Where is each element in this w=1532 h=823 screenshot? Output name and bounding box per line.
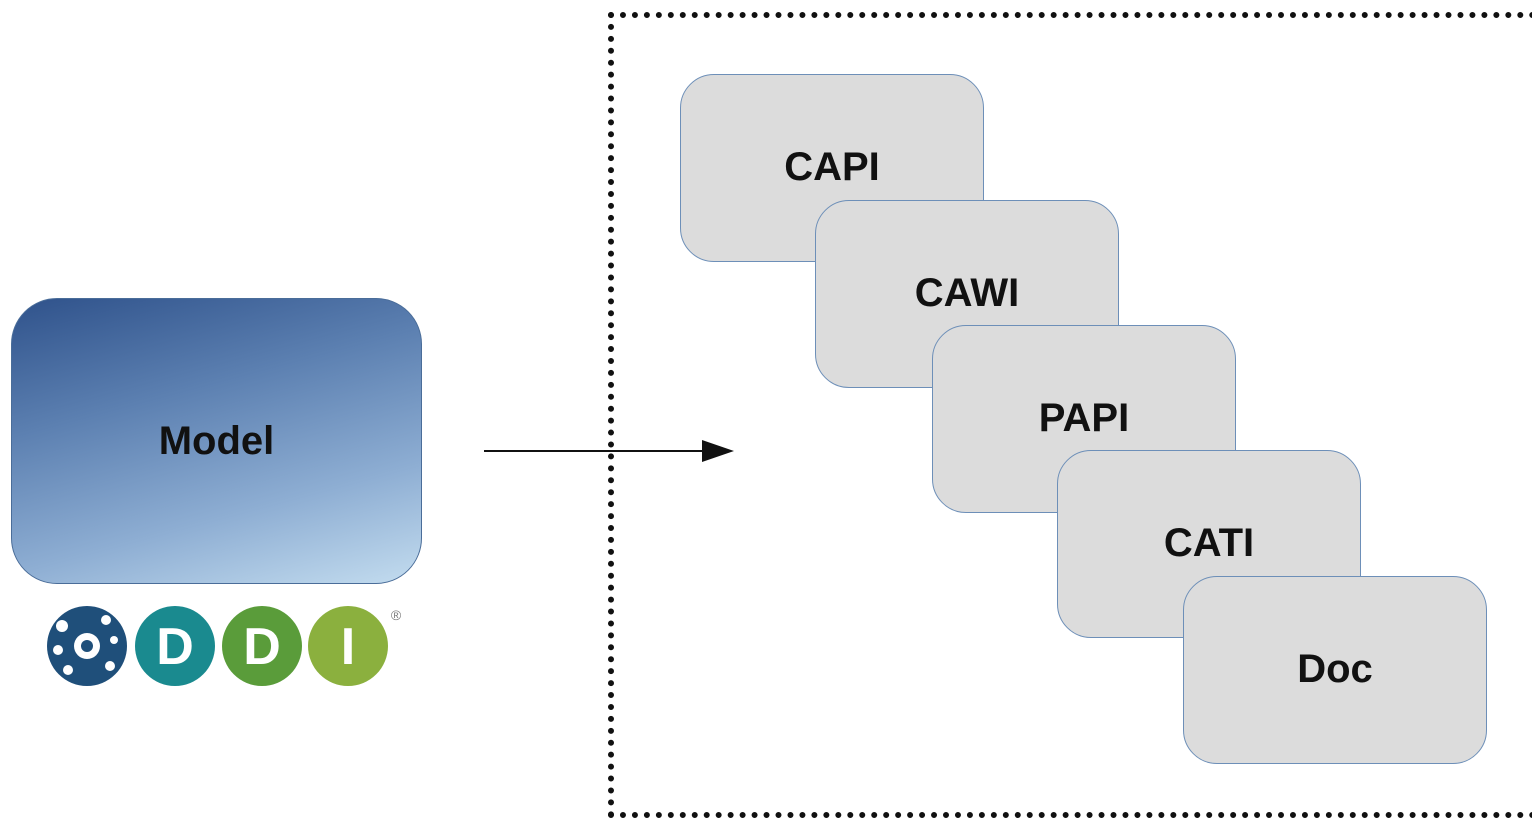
ddi-registered-mark: ® <box>391 607 402 623</box>
ddi-letter-d2: D <box>243 618 281 676</box>
output-label: CAWI <box>914 271 1020 315</box>
ddi-logo: D D I ® <box>47 606 402 686</box>
model-box: Model <box>11 298 422 584</box>
ddi-d2-circle <box>222 606 302 686</box>
arrow-head-icon <box>702 440 734 462</box>
ddi-gear-icon <box>47 606 127 686</box>
ddi-d1-circle <box>135 606 215 686</box>
output-label: Doc <box>1297 647 1373 691</box>
output-label: CAPI <box>784 145 880 189</box>
output-label: CATI <box>1163 521 1255 565</box>
output-label: PAPI <box>1038 396 1130 440</box>
model-label: Model <box>158 418 275 463</box>
ddi-letter-d1: D <box>156 618 194 676</box>
output-frame <box>608 12 1532 818</box>
ddi-i-circle <box>308 606 388 686</box>
output-box-doc: Doc <box>1183 576 1487 764</box>
ddi-letter-i: I <box>341 618 355 676</box>
